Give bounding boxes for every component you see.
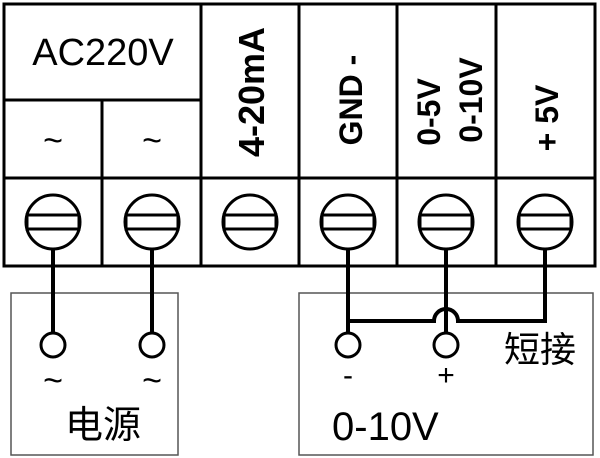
voltage-0-10v-label: 0-10V xyxy=(453,57,489,143)
terminal-block xyxy=(2,2,597,268)
screw-icon xyxy=(123,193,181,251)
power-source-box xyxy=(10,292,179,456)
wires xyxy=(51,249,547,333)
screw-icon xyxy=(417,193,475,251)
screw-icon xyxy=(24,193,82,251)
supply-5v-label: + 5V xyxy=(529,84,565,151)
signal-negative-label: - xyxy=(343,359,353,392)
screw-icon xyxy=(221,193,279,251)
ac-terminal-2-label: ~ xyxy=(142,122,162,160)
jumper-label: 短接 xyxy=(504,330,576,371)
power-terminal-1-label: ~ xyxy=(43,362,63,400)
screw-icon xyxy=(516,193,574,251)
power-terminal-2-label: ~ xyxy=(142,362,162,400)
power-terminal-icon xyxy=(39,331,67,359)
power-terminal-icon xyxy=(138,331,166,359)
ac220v-label: AC220V xyxy=(32,32,174,74)
signal-terminal-icon xyxy=(432,331,460,359)
ac-terminal-1-label: ~ xyxy=(43,122,63,160)
power-source-label: 电源 xyxy=(65,403,141,447)
signal-positive-label: + xyxy=(437,359,455,392)
signal-range-label: 0-10V xyxy=(332,405,439,449)
voltage-0-5v-label: 0-5V xyxy=(411,78,447,146)
jumper-wire xyxy=(348,249,547,323)
signal-terminal-icon xyxy=(334,331,362,359)
gnd-label: GND - xyxy=(333,55,369,146)
screw-icon xyxy=(319,193,377,251)
current-4-20ma-label: 4-20mA xyxy=(231,27,272,157)
source-terminals xyxy=(39,331,460,359)
